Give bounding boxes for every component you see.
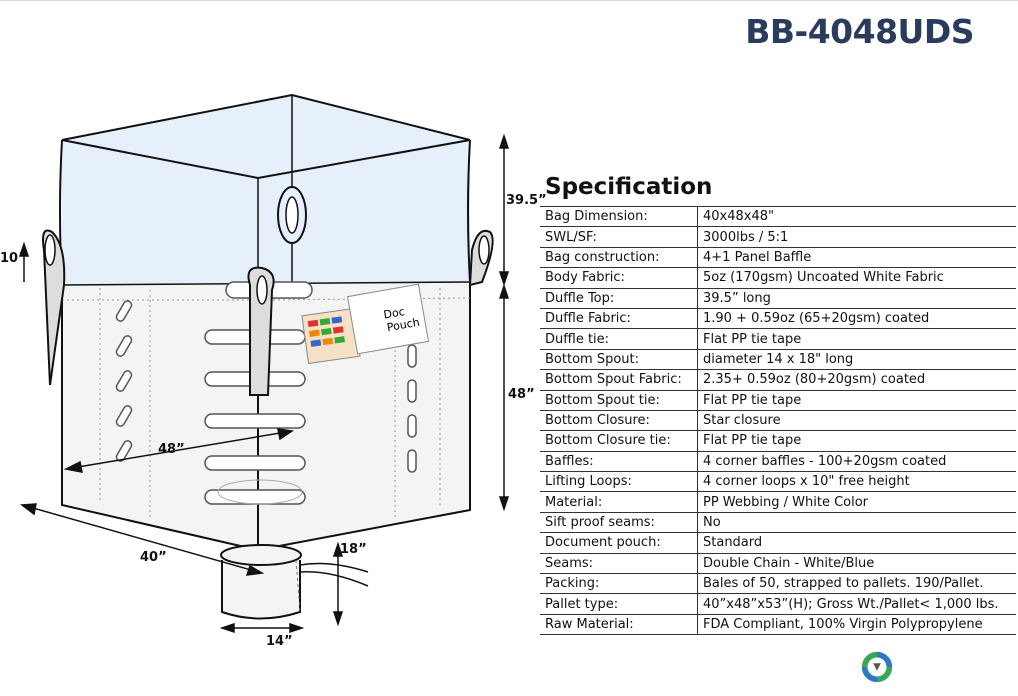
spec-row: Duffle Top:39.5” long bbox=[540, 288, 1016, 309]
top-border bbox=[0, 0, 1018, 1]
spec-label: Seams: bbox=[540, 553, 698, 575]
spec-row: Bottom Closure:Star closure bbox=[540, 410, 1016, 432]
spec-label: Lifting Loops: bbox=[540, 471, 698, 493]
spec-row: Body Fabric:5oz (170gsm) Uncoated White … bbox=[540, 267, 1016, 289]
spec-label: Bottom Spout: bbox=[540, 349, 698, 371]
spec-value: 4 corner baffles - 100+20gsm coated bbox=[697, 451, 1016, 473]
spec-row: Bottom Spout tie:Flat PP tie tape bbox=[540, 390, 1016, 411]
spec-row: Packing:Bales of 50, strapped to pallets… bbox=[540, 573, 1016, 595]
spec-label: Bottom Closure: bbox=[540, 410, 698, 432]
spec-row: Document pouch:Standard bbox=[540, 532, 1016, 554]
spec-row: Seams:Double Chain - White/Blue bbox=[540, 553, 1016, 575]
spec-label: Sift proof seams: bbox=[540, 512, 698, 534]
spec-row: Bag Dimension:40x48x48" bbox=[540, 205, 1016, 228]
dim-spout-length: 18” bbox=[340, 542, 367, 557]
spec-row: Material:PP Webbing / White Color bbox=[540, 491, 1016, 513]
spec-value: 39.5” long bbox=[697, 288, 1016, 309]
dim-width-48: 48” bbox=[158, 442, 185, 457]
product-code-title: BB-4048UDS bbox=[745, 12, 974, 51]
spec-label: Pallet type: bbox=[540, 593, 698, 615]
spec-label: SWL/SF: bbox=[540, 226, 698, 248]
spec-label: Bottom Closure tie: bbox=[540, 430, 698, 452]
spec-row: Bottom Spout Fabric:2.35+ 0.59oz (80+20g… bbox=[540, 369, 1016, 391]
spec-label: Duffle tie: bbox=[540, 328, 698, 350]
spec-value: Standard bbox=[697, 532, 1016, 554]
spec-value: 2.35+ 0.59oz (80+20gsm) coated bbox=[697, 369, 1016, 391]
spec-value: Flat PP tie tape bbox=[697, 430, 1016, 452]
spec-value: diameter 14 x 18" long bbox=[697, 349, 1016, 371]
dim-loop-height: 10” bbox=[0, 251, 27, 266]
spec-value: FDA Compliant, 100% Virgin Polypropylene bbox=[697, 614, 1016, 636]
spec-label: Document pouch: bbox=[540, 532, 698, 554]
pouch-label-line2: Pouch bbox=[386, 316, 421, 335]
spec-label: Body Fabric: bbox=[540, 267, 698, 289]
spec-label: Material: bbox=[540, 491, 698, 513]
spec-value: 40x48x48" bbox=[697, 205, 1016, 228]
specification-table: Bag Dimension:40x48x48"SWL/SF:3000lbs / … bbox=[540, 205, 1016, 636]
spec-value: Flat PP tie tape bbox=[697, 390, 1016, 411]
spec-value: 1.90 + 0.59oz (65+20gsm) coated bbox=[697, 308, 1016, 330]
dim-spout-diameter: 14” bbox=[266, 634, 293, 649]
spec-value: 4+1 Panel Baffle bbox=[697, 247, 1016, 269]
spec-row: Baffles:4 corner baffles - 100+20gsm coa… bbox=[540, 451, 1016, 473]
spec-label: Bag construction: bbox=[540, 247, 698, 269]
spec-row: Raw Material:FDA Compliant, 100% Virgin … bbox=[540, 614, 1016, 636]
dim-duffle-height: 39.5” bbox=[506, 193, 547, 208]
dim-body-height: 48” bbox=[508, 387, 535, 402]
spec-label: Bottom Spout Fabric: bbox=[540, 369, 698, 391]
spec-label: Baffles: bbox=[540, 451, 698, 473]
spec-row: Sift proof seams:No bbox=[540, 512, 1016, 534]
spec-label: Bag Dimension: bbox=[540, 205, 698, 228]
spec-row: Bag construction:4+1 Panel Baffle bbox=[540, 247, 1016, 269]
spec-label: Bottom Spout tie: bbox=[540, 390, 698, 411]
spec-label: Duffle Top: bbox=[540, 288, 698, 309]
spec-value: 40”x48”x53”(H); Gross Wt./Pallet< 1,000 … bbox=[697, 593, 1016, 615]
dim-width-40: 40” bbox=[140, 550, 167, 565]
spec-value: PP Webbing / White Color bbox=[697, 491, 1016, 513]
spec-value: Double Chain - White/Blue bbox=[697, 553, 1016, 575]
pouch-label-line1: Doc bbox=[383, 305, 406, 321]
specification-title: Specification bbox=[545, 174, 713, 200]
spec-row: Bottom Spout:diameter 14 x 18" long bbox=[540, 349, 1016, 371]
spec-row: SWL/SF:3000lbs / 5:1 bbox=[540, 226, 1016, 248]
spec-row: Bottom Closure tie:Flat PP tie tape bbox=[540, 430, 1016, 452]
spec-value: Bales of 50, strapped to pallets. 190/Pa… bbox=[697, 573, 1016, 595]
spec-value: 4 corner loops x 10" free height bbox=[697, 471, 1016, 493]
bulk-bag-diagram: Doc Pouch 39.5” 10” 48” 48” 40” 1 bbox=[0, 93, 547, 649]
spec-row: Duffle tie:Flat PP tie tape bbox=[540, 328, 1016, 350]
recycle-logo-icon bbox=[861, 651, 893, 683]
spec-row: Pallet type:40”x48”x53”(H); Gross Wt./Pa… bbox=[540, 593, 1016, 615]
spec-value: Flat PP tie tape bbox=[697, 328, 1016, 350]
document-pouch-icon: Doc Pouch bbox=[301, 283, 430, 364]
spec-row: Lifting Loops:4 corner loops x 10" free … bbox=[540, 471, 1016, 493]
spec-value: No bbox=[697, 512, 1016, 534]
spec-value: Star closure bbox=[697, 410, 1016, 432]
spec-row: Duffle Fabric:1.90 + 0.59oz (65+20gsm) c… bbox=[540, 308, 1016, 330]
spec-value: 3000lbs / 5:1 bbox=[697, 226, 1016, 248]
spec-label: Raw Material: bbox=[540, 614, 698, 636]
spec-label: Duffle Fabric: bbox=[540, 308, 698, 330]
spec-value: 5oz (170gsm) Uncoated White Fabric bbox=[697, 267, 1016, 289]
spec-label: Packing: bbox=[540, 573, 698, 595]
